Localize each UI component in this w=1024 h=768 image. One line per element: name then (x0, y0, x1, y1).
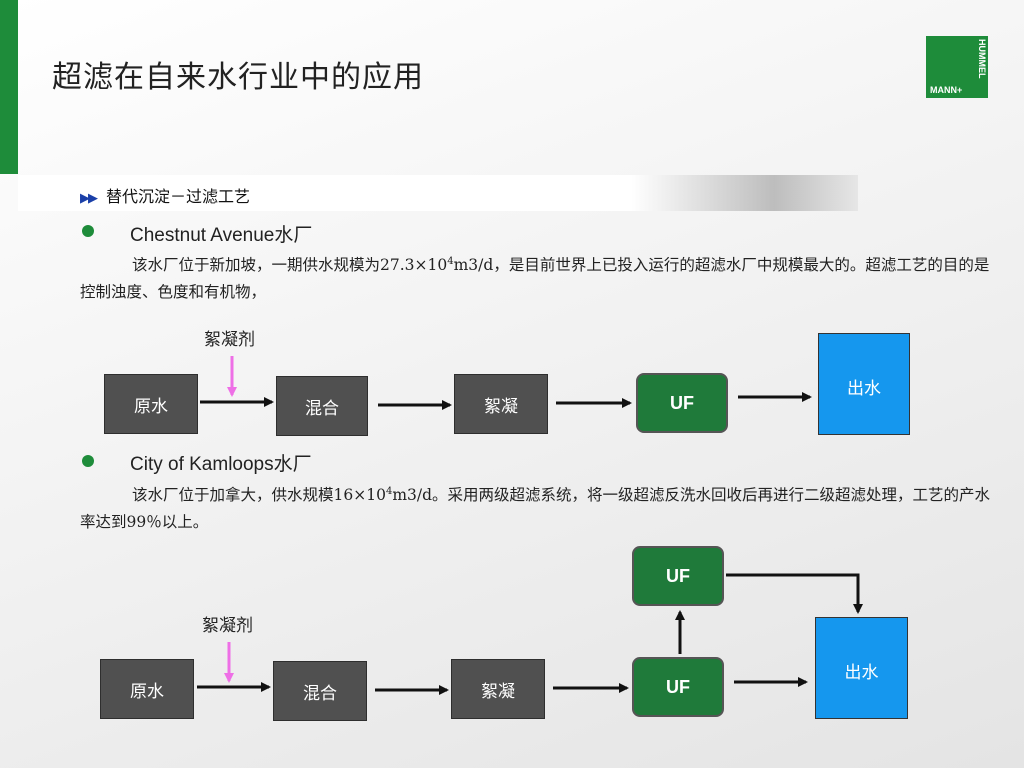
desc-text: m3/d。采用两级超滤系统，将一级超滤反洗水回收后再进行二级超滤处理，工艺的产水… (80, 486, 991, 532)
coagulant-label: 絮凝剂 (204, 330, 255, 350)
desc-text: m3/d，是目前世界上已投入运行的超滤水厂中规模最大的。超滤工艺的目的是控制浊度… (80, 256, 990, 302)
outlet-water-node: 出水 (818, 333, 910, 435)
section-header: ▶▶ 替代沉淀－过滤工艺 (80, 183, 250, 207)
section-label: 替代沉淀－过滤工艺 (106, 187, 251, 206)
slide-title: 超滤在自来水行业中的应用 (52, 60, 424, 95)
bullet-icon (82, 225, 94, 237)
plant-description-1: 该水厂位于新加坡，一期供水规模为27.3×104m3/d，是目前世界上已投入运行… (80, 248, 994, 306)
desc-text: 该水厂位于新加坡，一期供水规模为27.3×10 (132, 256, 448, 275)
raw-water-node: 原水 (104, 374, 198, 434)
flocculation-node: 絮凝 (454, 374, 548, 434)
logo-text-vertical: HUMMEL (977, 39, 987, 79)
exponent: 4 (385, 486, 393, 497)
logo-text-horizontal: MANN+ (930, 85, 963, 95)
mann-hummel-logo: HUMMEL MANN+ (926, 36, 988, 98)
uf-first-stage-node: UF (632, 657, 724, 717)
flocculation-node: 絮凝 (451, 659, 545, 719)
mixing-node: 混合 (276, 376, 368, 436)
section-header-bar: ▶▶ 替代沉淀－过滤工艺 (18, 175, 858, 211)
accent-bar (0, 0, 18, 174)
raw-water-node: 原水 (100, 659, 194, 719)
outlet-water-node: 出水 (815, 617, 908, 719)
bullet-icon (82, 455, 94, 467)
mixing-node: 混合 (273, 661, 367, 721)
uf-second-stage-node: UF (632, 546, 724, 606)
uf-node: UF (636, 373, 728, 433)
exponent: 4 (447, 256, 454, 267)
desc-text: 该水厂位于加拿大，供水规模16×10 (132, 486, 386, 505)
plant-name-2: City of Kamloops水厂 (130, 454, 312, 475)
flow-arrow-elbow (726, 573, 863, 614)
plant-description-2: 该水厂位于加拿大，供水规模16×104m3/d。采用两级超滤系统，将一级超滤反洗… (80, 478, 994, 536)
coagulant-label: 絮凝剂 (202, 616, 253, 636)
plant-name-1: Chestnut Avenue水厂 (130, 225, 313, 246)
double-arrow-icon: ▶▶ (80, 191, 98, 206)
